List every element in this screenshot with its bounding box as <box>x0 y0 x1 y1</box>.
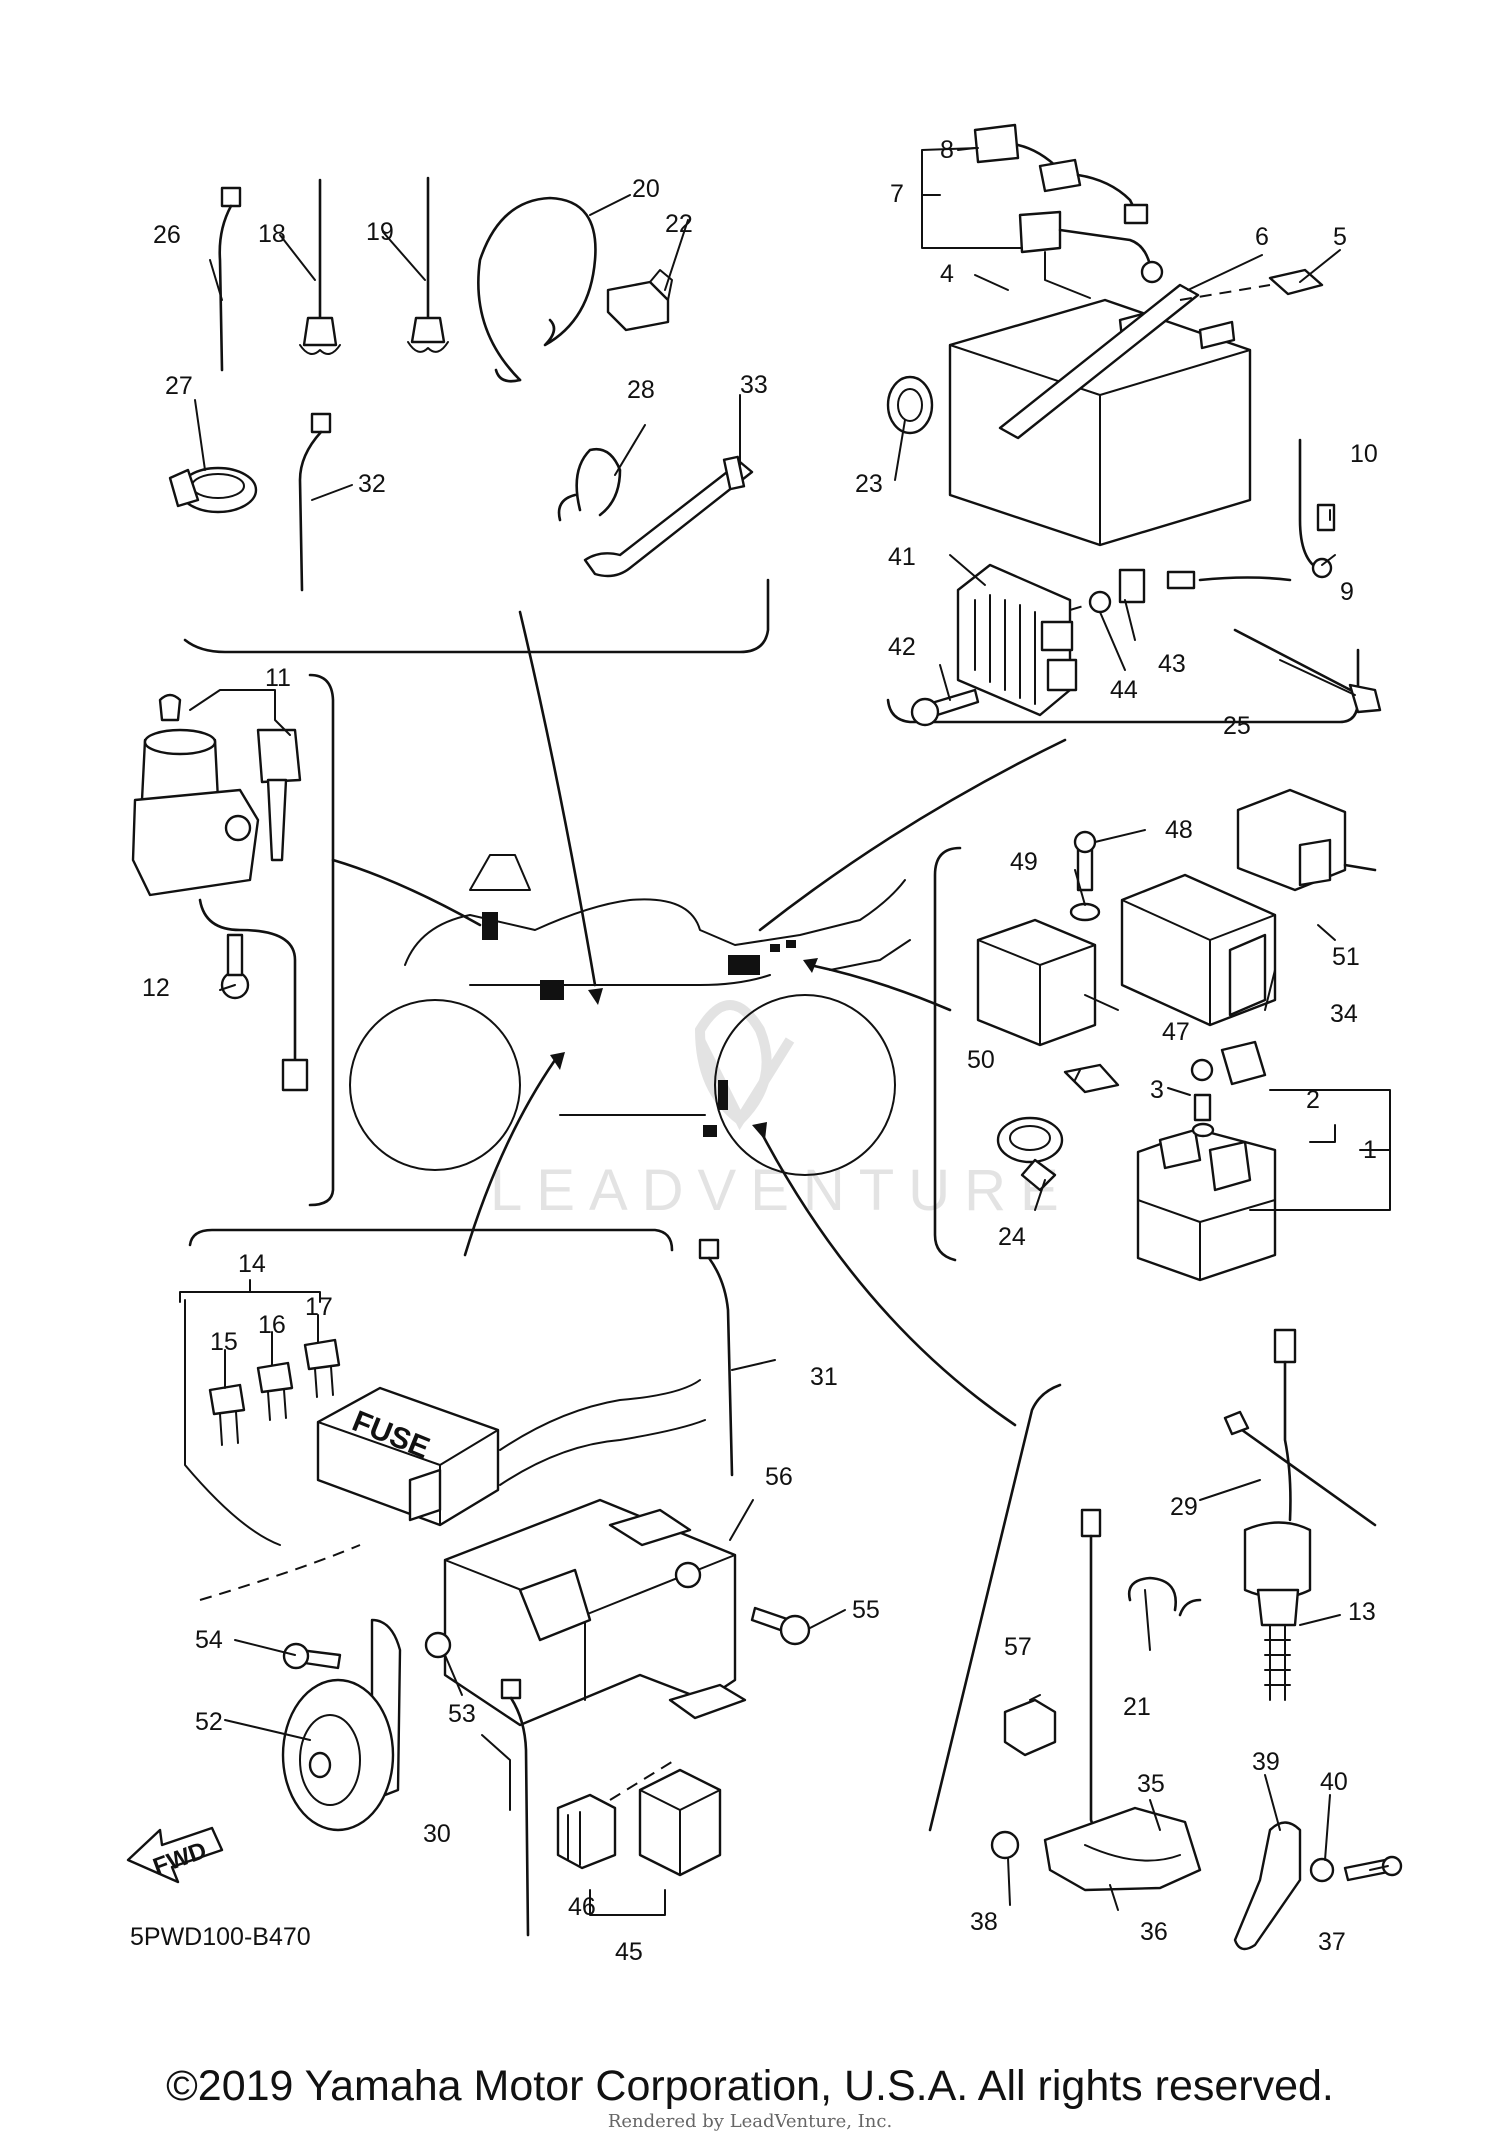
callout-13: 13 <box>1348 1598 1376 1626</box>
callout-56: 56 <box>765 1463 793 1491</box>
callout-15: 15 <box>210 1328 238 1356</box>
callout-32: 32 <box>358 470 386 498</box>
group-relays <box>933 788 1377 1282</box>
callout-4: 4 <box>940 260 954 288</box>
callout-7: 7 <box>890 180 904 208</box>
callout-12: 12 <box>142 974 170 1002</box>
copyright-notice: ©2019 Yamaha Motor Corporation, U.S.A. A… <box>166 2062 1334 2110</box>
callout-3: 3 <box>1150 1076 1164 1104</box>
group-ties <box>168 176 770 654</box>
motorcycle-outline <box>331 610 1067 1427</box>
callout-54: 54 <box>195 1626 223 1654</box>
callout-39: 39 <box>1252 1748 1280 1776</box>
callout-48: 48 <box>1165 816 1193 844</box>
callout-16: 16 <box>258 1311 286 1339</box>
callout-25: 25 <box>1223 712 1251 740</box>
callout-38: 38 <box>970 1908 998 1936</box>
callout-50: 50 <box>967 1046 995 1074</box>
callout-22: 22 <box>665 210 693 238</box>
callout-52: 52 <box>195 1708 223 1736</box>
callout-labels: 1 2 3 4 5 6 7 8 9 10 11 12 13 14 15 16 1… <box>142 136 1378 1966</box>
callout-37: 37 <box>1318 1928 1346 1956</box>
group-ignition <box>131 673 335 1207</box>
callout-8: 8 <box>940 136 954 164</box>
callout-47: 47 <box>1162 1018 1190 1046</box>
callout-18: 18 <box>258 220 286 248</box>
callout-19: 19 <box>366 218 394 246</box>
callout-20: 20 <box>632 175 660 203</box>
callout-31: 31 <box>810 1363 838 1391</box>
callout-33: 33 <box>740 371 768 399</box>
group-sidestand <box>928 1328 1403 1951</box>
callout-9: 9 <box>1340 578 1354 606</box>
group-fuse-horn: FUSE <box>126 1228 811 1951</box>
callout-34: 34 <box>1330 1000 1358 1028</box>
callout-27: 27 <box>165 372 193 400</box>
callout-23: 23 <box>855 470 883 498</box>
callout-53: 53 <box>448 1700 476 1728</box>
callout-2: 2 <box>1306 1086 1320 1114</box>
callout-30: 30 <box>423 1820 451 1848</box>
rendered-by-credit: Rendered by LeadVenture, Inc. <box>607 2111 893 2132</box>
callout-11: 11 <box>265 664 291 692</box>
callout-24: 24 <box>998 1223 1026 1251</box>
callout-leaders <box>179 147 1391 1911</box>
callout-55: 55 <box>852 1596 880 1624</box>
callout-41: 41 <box>888 543 916 571</box>
callout-10: 10 <box>1350 440 1378 468</box>
diagram-code: 5PWD100-B470 <box>130 1923 311 1951</box>
callout-42: 42 <box>888 633 916 661</box>
callout-6: 6 <box>1255 223 1269 251</box>
callout-17: 17 <box>305 1293 333 1321</box>
callout-21: 21 <box>1123 1693 1151 1721</box>
callout-51: 51 <box>1332 943 1360 971</box>
callout-26: 26 <box>153 221 181 249</box>
callout-40: 40 <box>1320 1768 1348 1796</box>
callout-29: 29 <box>1170 1493 1198 1521</box>
callout-1: 1 <box>1363 1136 1377 1164</box>
callout-14: 14 <box>238 1250 266 1278</box>
callout-44: 44 <box>1110 676 1138 704</box>
callout-43: 43 <box>1158 650 1186 678</box>
callout-46: 46 <box>568 1893 596 1921</box>
electrical-parts-diagram: LEADVENTURE <box>126 123 1403 1966</box>
callout-28: 28 <box>627 376 655 404</box>
callout-36: 36 <box>1140 1918 1168 1946</box>
callout-5: 5 <box>1333 223 1347 251</box>
callout-45: 45 <box>615 1938 643 1966</box>
callout-57: 57 <box>1004 1633 1032 1661</box>
callout-35: 35 <box>1137 1770 1165 1798</box>
callout-49: 49 <box>1010 848 1038 876</box>
